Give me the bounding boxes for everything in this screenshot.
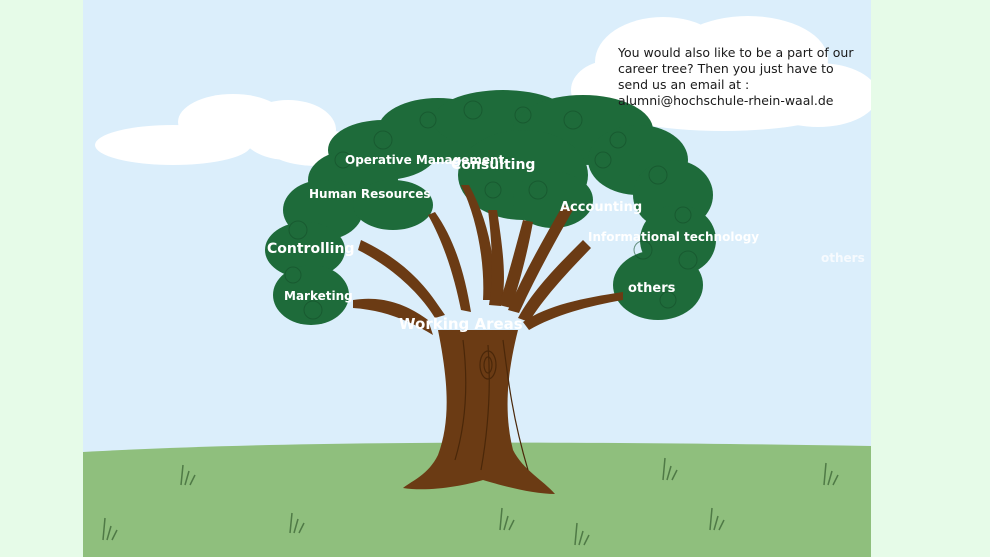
label-controlling: Controlling [267,241,355,257]
tree-illustration [83,0,871,557]
offscreen-others-label: others [821,251,865,265]
tree-trunk [353,185,623,494]
label-working-areas: Working Areas [399,315,523,333]
label-informational-technology: Informational technology [588,230,760,244]
label-others: others [628,281,676,296]
canopy-texture [284,100,698,320]
label-marketing: Marketing [284,289,353,303]
cloud-message: You would also like to be a part of our … [618,45,854,108]
trunk-texture [454,339,529,471]
left-cloud [95,94,368,166]
career-tree-canvas: You would also like to be a part of our … [83,0,871,557]
label-human-resources: Human Resources [309,187,431,201]
label-consulting: Consulting [451,157,536,173]
label-operative-management: Operative Management [345,153,505,167]
label-accounting: Accounting [560,200,643,215]
tree-canopy [265,90,716,325]
message-cloud [571,16,871,131]
grass-ground [83,442,871,557]
grass-tufts [102,457,839,546]
